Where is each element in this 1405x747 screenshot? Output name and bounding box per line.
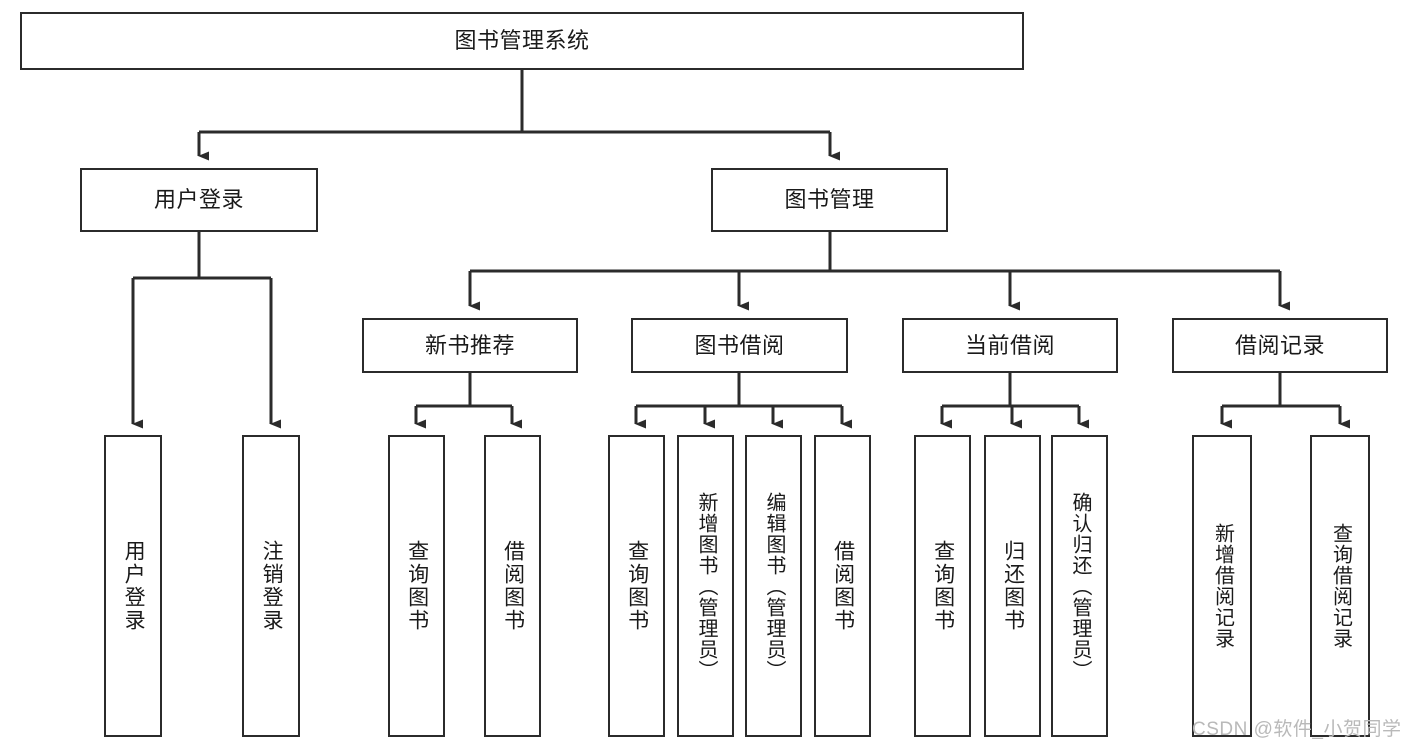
node-leaf-query-book-3-label: 查询图书 [931,540,955,632]
node-leaf-query-borrow-record[interactable]: 查询借阅记录 [1310,435,1370,737]
node-user-login-label: 用户登录 [153,187,244,213]
node-leaf-query-book-2-label: 查询图书 [625,540,649,632]
node-leaf-user-login[interactable]: 用户登录 [104,435,162,737]
node-leaf-query-borrow-record-label: 查询借阅记录 [1329,523,1352,649]
node-current-borrow-label: 当前借阅 [964,332,1055,358]
node-leaf-user-login-label: 用户登录 [122,540,146,632]
node-leaf-query-book-1-label: 查询图书 [405,540,429,632]
node-leaf-query-book-2[interactable]: 查询图书 [608,435,665,737]
node-leaf-edit-book-admin[interactable]: 编辑图书（管理员） [745,435,802,737]
node-leaf-borrow-book-1-label: 借阅图书 [501,540,525,632]
node-leaf-edit-book-admin-label: 编辑图书（管理员） [763,491,785,681]
node-book-borrow[interactable]: 图书借阅 [631,318,848,373]
node-leaf-add-book-admin[interactable]: 新增图书（管理员） [677,435,734,737]
node-leaf-borrow-book-2-label: 借阅图书 [831,540,855,632]
node-root-system[interactable]: 图书管理系统 [20,12,1024,70]
node-leaf-add-book-admin-label: 新增图书（管理员） [695,491,717,681]
node-leaf-add-borrow-record[interactable]: 新增借阅记录 [1192,435,1252,737]
node-leaf-confirm-return-admin[interactable]: 确认归还（管理员） [1051,435,1108,737]
node-borrow-record-label: 借阅记录 [1234,332,1325,358]
node-book-management[interactable]: 图书管理 [711,168,948,232]
node-leaf-logout-login-label: 注销登录 [260,540,284,632]
csdn-watermark: CSDN @软件_小贺同学 [1192,719,1402,740]
node-book-management-label: 图书管理 [784,187,875,213]
node-leaf-add-borrow-record-label: 新增借阅记录 [1211,523,1234,649]
node-leaf-borrow-book-2[interactable]: 借阅图书 [814,435,871,737]
node-leaf-logout-login[interactable]: 注销登录 [242,435,300,737]
node-new-book-recommend[interactable]: 新书推荐 [362,318,578,373]
node-new-book-recommend-label: 新书推荐 [424,332,515,358]
node-leaf-query-book-3[interactable]: 查询图书 [914,435,971,737]
node-borrow-record[interactable]: 借阅记录 [1172,318,1388,373]
node-book-borrow-label: 图书借阅 [694,332,785,358]
node-leaf-query-book-1[interactable]: 查询图书 [388,435,445,737]
node-current-borrow[interactable]: 当前借阅 [902,318,1118,373]
node-leaf-confirm-return-admin-label: 确认归还（管理员） [1069,491,1091,681]
node-leaf-return-book-label: 归还图书 [1001,540,1025,632]
node-leaf-borrow-book-1[interactable]: 借阅图书 [484,435,541,737]
node-user-login[interactable]: 用户登录 [80,168,318,232]
node-root-label: 图书管理系统 [454,28,590,54]
node-leaf-return-book[interactable]: 归还图书 [984,435,1041,737]
